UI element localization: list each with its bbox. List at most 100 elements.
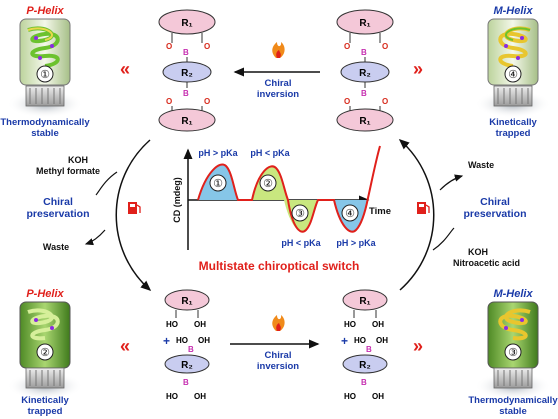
scheme-title: Multistate chiroptical switch (199, 259, 360, 273)
top-arrow-line2: inversion (257, 89, 299, 100)
top-inversion-arrow: Chiral inversion (233, 42, 320, 100)
oh-label: OH (194, 320, 206, 329)
state-4-vial: M-Helix ④ Kinetically trapped (475, 5, 551, 139)
bottom-arrow-line2: inversion (257, 361, 299, 372)
state-1-helix-label: P-Helix (26, 5, 64, 17)
left-reagent-1: KOH (68, 155, 88, 165)
p-helix-icon (27, 26, 60, 68)
r2-label: R₂ (181, 360, 193, 371)
chevron-right-bottom: » (413, 336, 423, 356)
flame-icon (272, 42, 285, 58)
vial-cap (493, 367, 533, 389)
peak-1-label: pH > pKa (198, 148, 238, 158)
oxygen-label: O (204, 42, 210, 51)
state-2-number: ② (40, 347, 50, 359)
state-3-number: ③ (508, 347, 518, 359)
oh-label: OH (372, 320, 384, 329)
molecule-bottom-left: R₁ HO OH + HO OH B R₂ B HO OH (163, 289, 210, 401)
chevron-right-top: » (413, 59, 423, 79)
oh-label: OH (194, 392, 206, 401)
plus-sign: + (163, 334, 170, 348)
state-1-vial: P-Helix ① Thermodynamically stable (0, 5, 90, 139)
p-helix-icon (27, 308, 60, 341)
plus-sign: + (341, 334, 348, 348)
state-4-caption-1: Kinetically (489, 117, 537, 128)
r2-label: R₂ (181, 68, 193, 79)
oxygen-label: O (382, 42, 388, 51)
oxygen-label: O (344, 42, 350, 51)
state-1-number: ① (40, 69, 50, 81)
molecule-top-right: R₁ O O B R₂ B O O R₁ (336, 9, 394, 132)
r1-label: R₁ (359, 116, 370, 127)
left-title-1: Chiral (43, 196, 73, 208)
r2-label: R₂ (359, 68, 371, 79)
state-4-caption-2: trapped (496, 128, 531, 139)
graph-ylabel: CD (mdeg) (172, 177, 182, 223)
cd-graph: CD (mdeg) Time ① ② ③ ④ pH > pKa pH < pKa… (172, 145, 391, 250)
oh-label: OH (372, 392, 384, 401)
left-title-2: preservation (26, 208, 89, 220)
state-3-caption-2: stable (499, 406, 526, 417)
peak-3-label: pH < pKa (281, 238, 321, 248)
peak-2-label: pH < pKa (250, 148, 290, 158)
state-4-number: ④ (508, 69, 518, 81)
state-2-vial: P-Helix ② Kinetically trapped (7, 288, 83, 417)
ho-label: HO (166, 320, 178, 329)
peak-1-number: ① (213, 178, 223, 190)
chevron-left-top: « (120, 59, 130, 79)
state-2-caption-2: trapped (28, 406, 63, 417)
oxygen-label: O (166, 97, 172, 106)
vial-cap (493, 85, 533, 107)
oxygen-label: O (344, 97, 350, 106)
left-byproduct: Waste (43, 242, 69, 252)
state-4-helix-label: M-Helix (493, 5, 533, 17)
r1-label: R₁ (181, 116, 192, 127)
left-preservation-cycle: KOH Methyl formate Chiral preservation W… (26, 139, 152, 291)
fuel-pump-icon (128, 202, 141, 214)
cd-curve (197, 145, 381, 233)
right-reagent-2: Nitroacetic acid (453, 258, 520, 268)
state-1-caption-2: stable (31, 128, 58, 139)
oxygen-label: O (382, 97, 388, 106)
boron-label: B (183, 378, 189, 387)
ho-label: HO (176, 336, 188, 345)
right-preservation-cycle: Waste Chiral preservation KOH Nitroaceti… (398, 139, 527, 291)
top-arrow-line1: Chiral (265, 78, 292, 89)
bottom-arrow-line1: Chiral (265, 350, 292, 361)
r1-label: R₁ (359, 296, 370, 307)
state-2-caption-1: Kinetically (21, 395, 69, 406)
boron-label: B (183, 89, 189, 98)
boron-label: B (366, 345, 372, 354)
left-reagent-2: Methyl formate (36, 166, 100, 176)
peak-4-number: ④ (345, 208, 355, 220)
graph-xlabel: Time (369, 206, 391, 217)
right-byproduct: Waste (468, 160, 494, 170)
r2-label: R₂ (359, 360, 371, 371)
state-2-helix-label: P-Helix (26, 288, 64, 300)
m-helix-icon (498, 26, 531, 68)
ho-label: HO (354, 336, 366, 345)
peak-3-number: ③ (295, 208, 305, 220)
oh-label: OH (198, 336, 210, 345)
vial-cap (25, 85, 65, 107)
chevron-left-bottom: « (120, 336, 130, 356)
oxygen-label: O (204, 97, 210, 106)
state-3-vial: M-Helix ③ Thermodynamically stable (468, 288, 558, 417)
r1-label: R₁ (181, 296, 192, 307)
bottom-inversion-arrow: Chiral inversion (230, 315, 320, 372)
right-title-2: preservation (463, 208, 526, 220)
molecule-bottom-right: R₁ HO OH + HO OH B R₂ B HO OH (341, 289, 388, 401)
boron-label: B (361, 48, 367, 57)
boron-label: B (361, 89, 367, 98)
ho-label: HO (344, 320, 356, 329)
fuel-pump-icon (417, 202, 430, 214)
m-helix-icon (498, 308, 531, 341)
ho-label: HO (166, 392, 178, 401)
boron-label: B (183, 48, 189, 57)
vial-cap (25, 367, 65, 389)
flame-icon (272, 315, 285, 331)
boron-label: B (188, 345, 194, 354)
r1-label: R₁ (181, 18, 192, 29)
